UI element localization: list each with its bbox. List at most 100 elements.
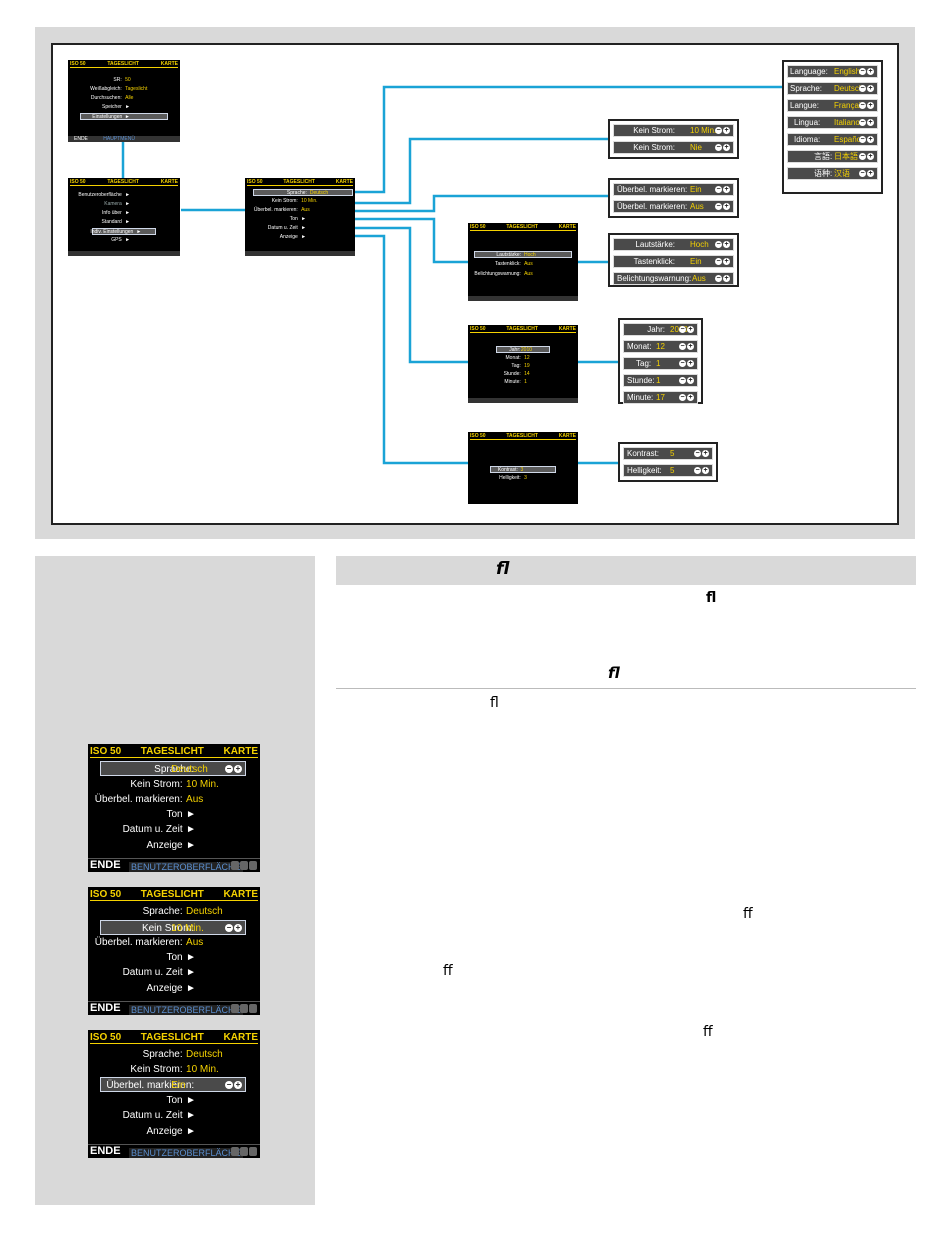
minus-icon[interactable]: −: [859, 170, 866, 177]
minus-icon[interactable]: −: [715, 186, 722, 193]
menu-row[interactable]: Monat:12: [468, 355, 578, 362]
sound-option[interactable]: Lautstärke:Hoch−+: [613, 238, 734, 251]
language-option[interactable]: 言語:日本語−+: [787, 150, 878, 163]
menu-row[interactable]: SR:50: [68, 77, 180, 84]
menu-row[interactable]: Durchsuchen:Alle: [68, 95, 180, 102]
menu-row-selected[interactable]: Sprache:Deutsch−+: [100, 761, 246, 776]
minus-icon[interactable]: −: [679, 360, 686, 367]
plus-icon[interactable]: +: [867, 85, 874, 92]
ende-button[interactable]: ENDE: [90, 859, 121, 871]
menu-row[interactable]: Anzeige►: [88, 1124, 260, 1139]
menu-row[interactable]: Tastenklick:Aus: [468, 261, 578, 268]
minus-icon[interactable]: −: [679, 377, 686, 384]
plus-icon[interactable]: +: [687, 326, 694, 333]
menu-row[interactable]: Datum u. Zeit►: [88, 965, 260, 980]
menu-row[interactable]: Kein Strom:10 Min.: [88, 777, 260, 792]
power-option[interactable]: Kein Strom:10 Min.−+: [613, 124, 734, 137]
plus-icon[interactable]: +: [723, 258, 730, 265]
menu-row[interactable]: Überbel. markieren:Aus: [245, 207, 355, 214]
minus-icon[interactable]: −: [694, 467, 701, 474]
plus-icon[interactable]: +: [234, 923, 242, 932]
minus-icon[interactable]: −: [225, 764, 233, 773]
menu-row[interactable]: Ton►: [245, 216, 355, 223]
footer-ende[interactable]: ENDE: [74, 136, 88, 142]
menu-row[interactable]: Helligkeit:3: [468, 475, 578, 482]
plus-icon[interactable]: +: [702, 450, 709, 457]
plus-icon[interactable]: +: [723, 186, 730, 193]
minus-icon[interactable]: −: [715, 241, 722, 248]
language-option[interactable]: Lingua:Italiano−+: [787, 116, 878, 129]
minus-icon[interactable]: −: [715, 144, 722, 151]
menu-row[interactable]: Kein Strom:10 Min.: [245, 198, 355, 205]
plus-icon[interactable]: +: [234, 764, 242, 773]
language-option[interactable]: 语种:汉语−+: [787, 167, 878, 180]
ende-button[interactable]: ENDE: [90, 1145, 121, 1157]
plus-icon[interactable]: +: [723, 203, 730, 210]
sound-option[interactable]: Tastenklick:Ein−+: [613, 255, 734, 268]
plus-icon[interactable]: +: [867, 102, 874, 109]
menu-row[interactable]: Anzeige►: [88, 981, 260, 996]
menu-row-selected[interactable]: Jahr:2010: [496, 346, 550, 353]
menu-row-selected[interactable]: Indiv. Einstellungen►: [90, 228, 156, 235]
plus-icon[interactable]: +: [702, 467, 709, 474]
minus-icon[interactable]: −: [679, 326, 686, 333]
menu-row[interactable]: Minute:1: [468, 379, 578, 386]
menu-row[interactable]: Stunde:14: [468, 371, 578, 378]
menu-row[interactable]: Kamera►: [68, 201, 180, 208]
minus-icon[interactable]: −: [715, 127, 722, 134]
ende-button[interactable]: ENDE: [90, 1002, 121, 1014]
minus-icon[interactable]: −: [225, 923, 233, 932]
date-option[interactable]: Minute:17−+: [623, 391, 698, 404]
minus-icon[interactable]: −: [859, 85, 866, 92]
menu-row[interactable]: Sprache:Deutsch: [88, 904, 260, 919]
sound-option[interactable]: Belichtungswarnung:Aus−+: [613, 272, 734, 285]
date-option[interactable]: Monat:12−+: [623, 340, 698, 353]
display-option[interactable]: Kontrast:5−+: [623, 447, 713, 460]
minus-icon[interactable]: −: [859, 119, 866, 126]
plus-icon[interactable]: +: [723, 127, 730, 134]
power-option[interactable]: Kein Strom:Nie−+: [613, 141, 734, 154]
menu-row-selected[interactable]: Kontrast:3: [490, 466, 556, 473]
overexposure-option[interactable]: Überbel. markieren:Aus−+: [613, 200, 734, 213]
menu-row[interactable]: Weißabgleich:Tageslicht: [68, 86, 180, 93]
menu-row[interactable]: Überbel. markieren:Aus: [88, 935, 260, 950]
plus-icon[interactable]: +: [687, 343, 694, 350]
plus-icon[interactable]: +: [867, 119, 874, 126]
minus-icon[interactable]: −: [715, 258, 722, 265]
plus-icon[interactable]: +: [234, 1080, 242, 1089]
minus-icon[interactable]: −: [859, 102, 866, 109]
plus-icon[interactable]: +: [867, 136, 874, 143]
menu-row[interactable]: Anzeige►: [88, 838, 260, 853]
minus-icon[interactable]: −: [679, 343, 686, 350]
menu-row[interactable]: Überbel. markieren:Aus: [88, 792, 260, 807]
menu-row-selected[interactable]: Kein Strom:10 Min.−+: [100, 920, 246, 935]
date-option[interactable]: Tag:1−+: [623, 357, 698, 370]
minus-icon[interactable]: −: [859, 68, 866, 75]
menu-row[interactable]: Datum u. Zeit►: [245, 225, 355, 232]
date-option[interactable]: Jahr:2010−+: [623, 323, 698, 336]
menu-row[interactable]: Ton►: [88, 807, 260, 822]
minus-icon[interactable]: −: [679, 394, 686, 401]
date-option[interactable]: Stunde:1−+: [623, 374, 698, 387]
menu-row[interactable]: Kein Strom:10 Min.: [88, 1062, 260, 1077]
menu-row[interactable]: Info über►: [68, 210, 180, 217]
overexposure-option[interactable]: Überbel. markieren:Ein−+: [613, 183, 734, 196]
menu-row-selected[interactable]: Überbel. markieren:Ein−+: [100, 1077, 246, 1092]
menu-row-selected[interactable]: Lautstärke:Hoch: [474, 251, 572, 258]
language-option[interactable]: Sprache:Deutsch−+: [787, 82, 878, 95]
plus-icon[interactable]: +: [867, 170, 874, 177]
language-option[interactable]: Idioma:Español−+: [787, 133, 878, 146]
menu-row[interactable]: GPS►: [68, 237, 180, 244]
language-option[interactable]: Langue:Français−+: [787, 99, 878, 112]
minus-icon[interactable]: −: [715, 203, 722, 210]
plus-icon[interactable]: +: [687, 394, 694, 401]
minus-icon[interactable]: −: [225, 1080, 233, 1089]
menu-row[interactable]: Datum u. Zeit►: [88, 1108, 260, 1123]
plus-icon[interactable]: +: [687, 360, 694, 367]
display-option[interactable]: Helligkeit:5−+: [623, 464, 713, 477]
plus-icon[interactable]: +: [867, 153, 874, 160]
menu-row[interactable]: Benutzeroberfläche►: [68, 192, 180, 199]
menu-row[interactable]: Belichtungswarnung:Aus: [468, 271, 578, 278]
menu-row[interactable]: Sprache:Deutsch: [88, 1047, 260, 1062]
minus-icon[interactable]: −: [715, 275, 722, 282]
